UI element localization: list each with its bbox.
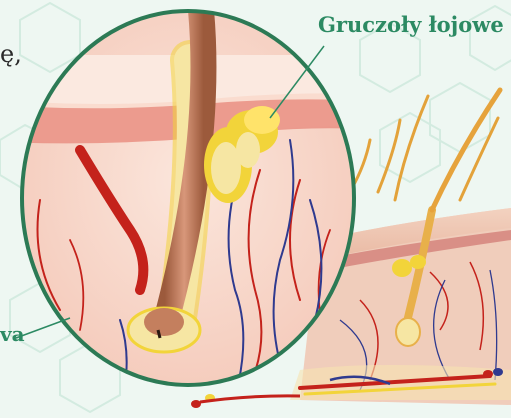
sebaceous-glands-label: Gruczoły łojowe <box>318 12 504 37</box>
left-text-fragment-bottom: va <box>0 322 25 346</box>
surface-hairs <box>352 96 498 200</box>
left-text-fragment-top: ę, <box>0 40 22 68</box>
